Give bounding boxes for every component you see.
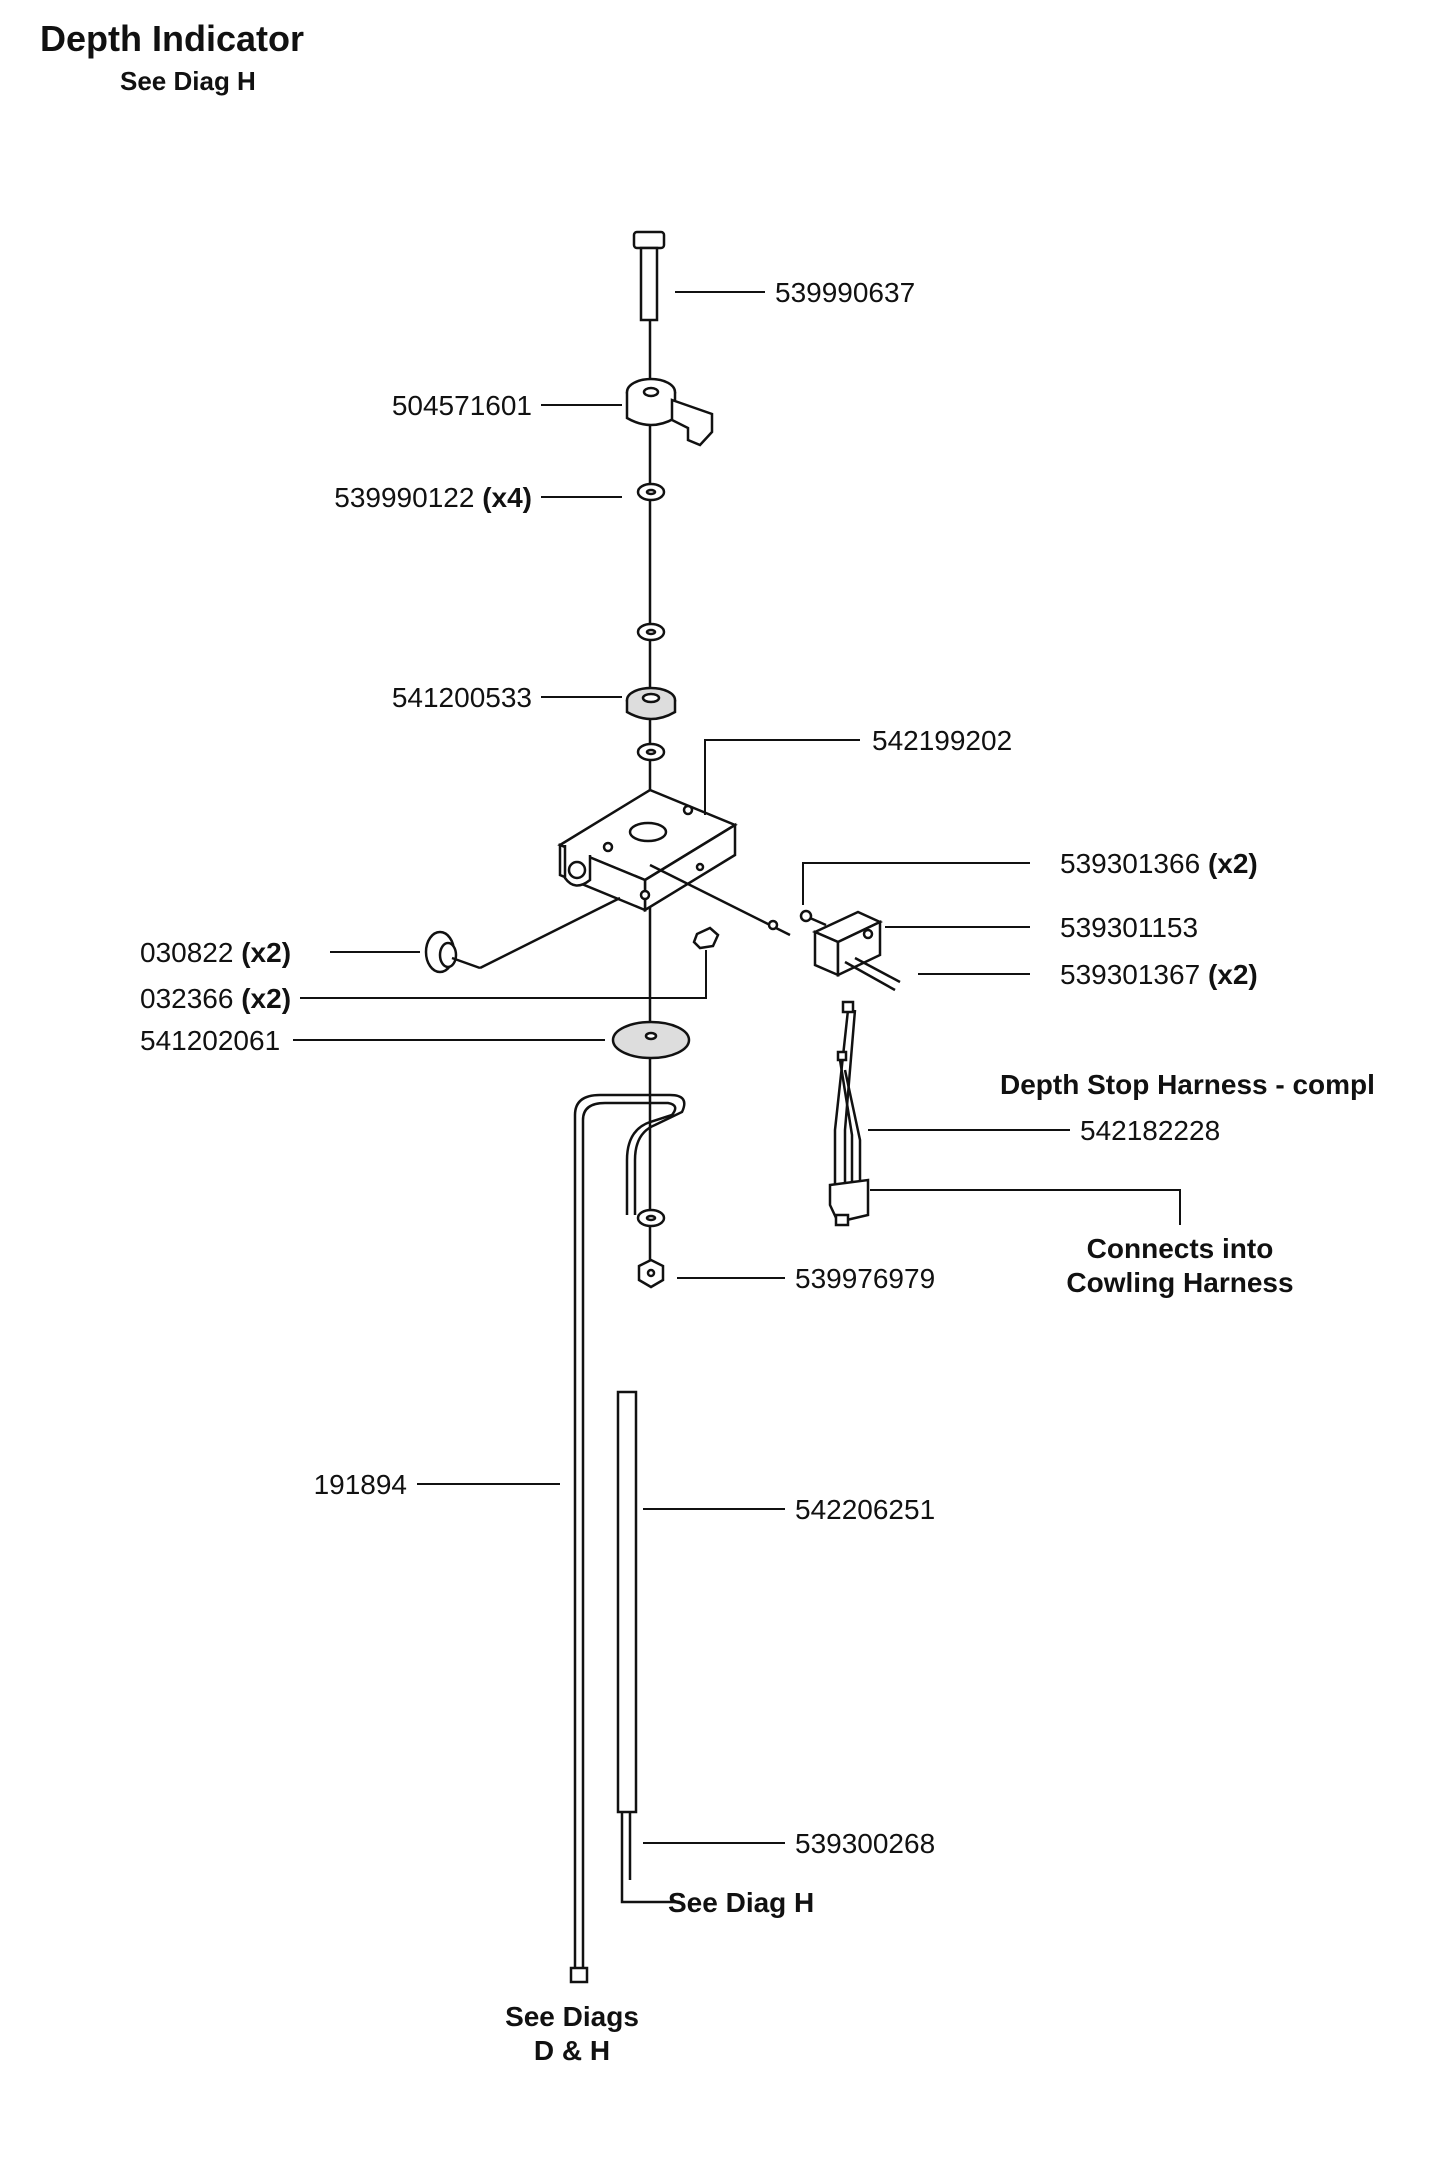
nut-part: [692, 926, 720, 950]
nut-small-part: [767, 919, 779, 931]
callout-030822: 030822 (x2): [140, 937, 291, 968]
callout-539301366: 539301366 (x2): [1060, 848, 1258, 879]
part-number: 539990637: [775, 277, 915, 308]
part-number: 030822: [140, 937, 233, 968]
rod-end-part: [569, 1966, 589, 1984]
page-title: Depth Indicator: [40, 18, 305, 59]
disc-part: [611, 1020, 691, 1060]
washer-part: [636, 622, 666, 642]
page-subtitle: See Diag H: [120, 66, 256, 96]
harness-part: [828, 1000, 870, 1227]
switch-part: [811, 910, 883, 977]
part-quantity: (x2): [1208, 959, 1258, 990]
wire-part: [620, 1812, 680, 1904]
see-diag-h-note: See Diag H: [668, 1887, 814, 1918]
callout-541200533: 541200533: [392, 682, 532, 713]
roller-part: [424, 896, 621, 974]
callout-191894: 191894: [314, 1469, 407, 1500]
part-number: 542206251: [795, 1494, 935, 1525]
callout-541202061: 541202061: [140, 1025, 280, 1056]
part-number: 542199202: [872, 725, 1012, 756]
part-number: 541202061: [140, 1025, 280, 1056]
cowling-note-line1: Connects into: [1087, 1233, 1274, 1264]
callout-539990637: 539990637: [775, 277, 915, 308]
part-number: 539976979: [795, 1263, 935, 1294]
callout-539990122: 539990122 (x4): [334, 482, 532, 513]
callout-542199202: 542199202: [872, 725, 1012, 756]
part-number: 542182228: [1080, 1115, 1220, 1146]
locknut-part: [637, 1258, 665, 1289]
washer-part: [636, 742, 666, 762]
callout-539976979: 539976979: [795, 1263, 935, 1294]
rod-part: [573, 1093, 686, 1970]
callout-539300268: 539300268: [795, 1828, 935, 1859]
part-number: 191894: [314, 1469, 407, 1500]
bracket-part: [557, 788, 738, 913]
leader-line: [802, 862, 1030, 905]
switch-axis-line: [649, 863, 791, 937]
washer-part: [636, 1208, 666, 1228]
part-number: 541200533: [392, 682, 532, 713]
indicator-lever-part: [625, 377, 714, 447]
leader-line: [704, 739, 860, 815]
screw-part: [844, 956, 901, 992]
part-number: 032366: [140, 983, 233, 1014]
bushing-part: [625, 686, 677, 721]
tube-part: [616, 1390, 638, 1814]
callout-542182228: 542182228: [1080, 1115, 1220, 1146]
part-quantity: (x2): [1208, 848, 1258, 879]
callout-032366: 032366 (x2): [140, 983, 291, 1014]
callout-542206251: 542206251: [795, 1494, 935, 1525]
screw-part: [799, 909, 827, 927]
callout-504571601: 504571601: [392, 390, 532, 421]
harness-heading: Depth Stop Harness - compl: [1000, 1069, 1375, 1100]
washer-part: [636, 482, 666, 502]
leader-line: [300, 950, 707, 999]
bolt-part: [632, 230, 666, 322]
part-quantity: (x2): [241, 937, 291, 968]
part-number: 539990122: [334, 482, 474, 513]
part-quantity: (x2): [241, 983, 291, 1014]
part-quantity: (x4): [482, 482, 532, 513]
cowling-note-line2: Cowling Harness: [1066, 1267, 1293, 1298]
see-diags-note-line1: See Diags: [505, 2001, 639, 2032]
part-number: 539300268: [795, 1828, 935, 1859]
part-number: 539301366: [1060, 848, 1200, 879]
callout-539301153: 539301153: [1060, 912, 1198, 943]
callout-539301367: 539301367 (x2): [1060, 959, 1258, 990]
part-number: 504571601: [392, 390, 532, 421]
see-diags-note-line2: D & H: [534, 2035, 610, 2066]
part-number: 539301367: [1060, 959, 1200, 990]
part-number: 539301153: [1060, 912, 1198, 943]
leader-line: [870, 1189, 1181, 1225]
